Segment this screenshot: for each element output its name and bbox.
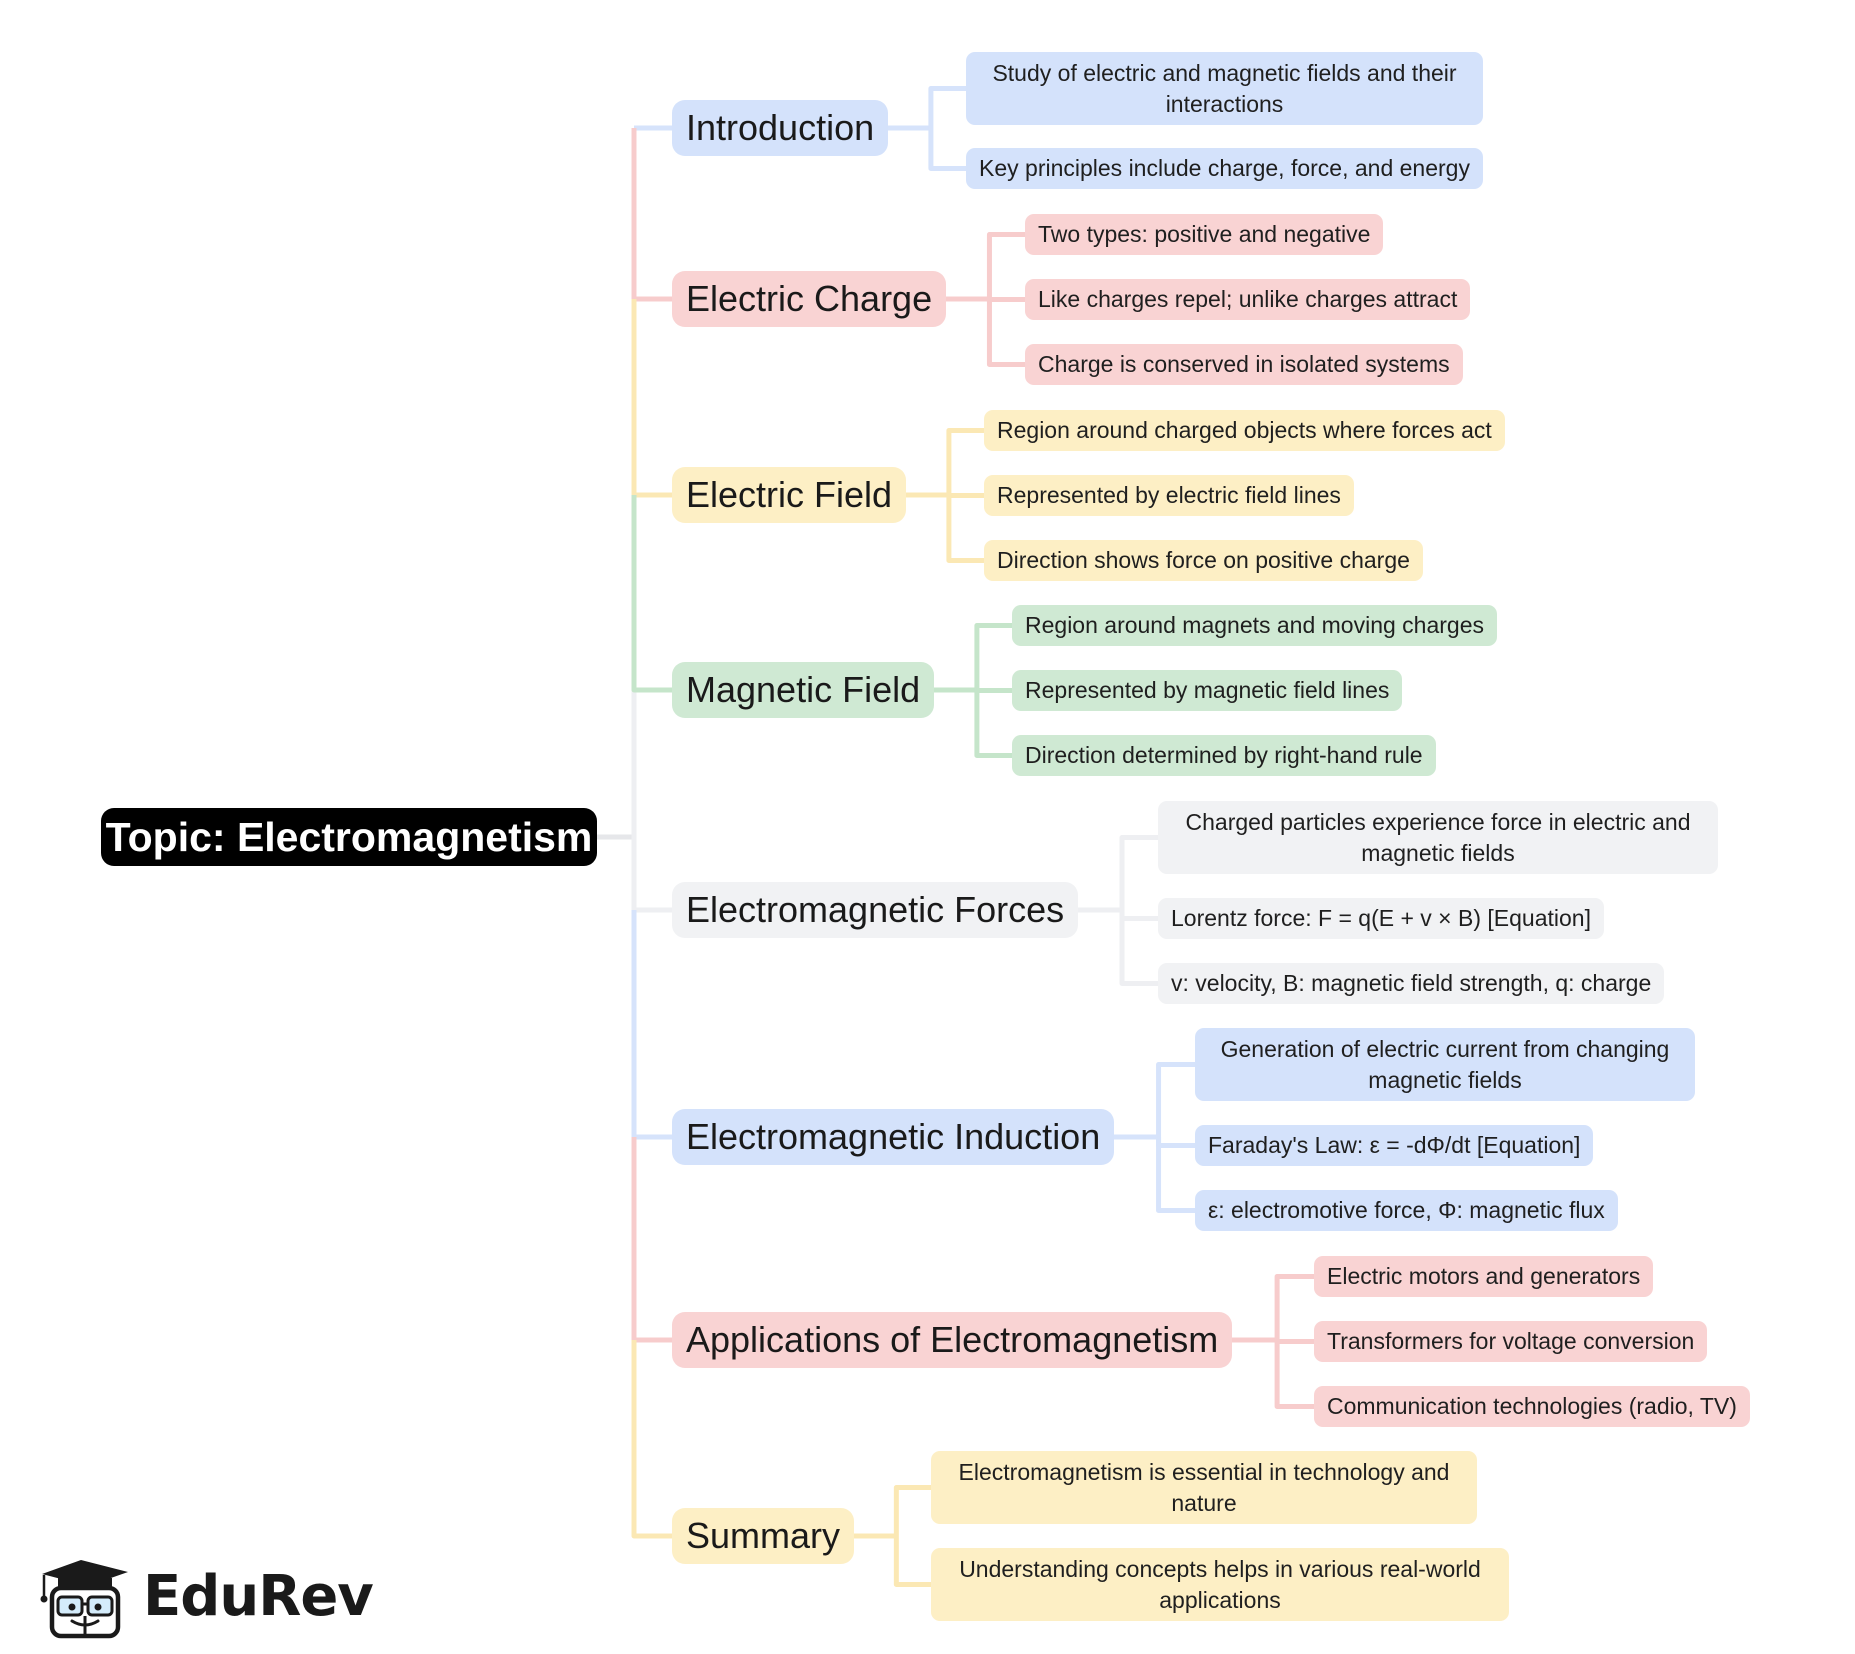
leaf-charge-1: Two types: positive and negative: [1025, 214, 1384, 255]
leaf-apps-2: Transformers for voltage conversion: [1314, 1321, 1708, 1362]
leaf-connector: [928, 128, 966, 171]
leaf-induction-3: ε: electromotive force, Φ: magnetic flux: [1195, 1190, 1618, 1231]
leaf-apps-1: Electric motors and generators: [1314, 1256, 1654, 1297]
leaf-forces-1: Charged particles experience force in el…: [1158, 801, 1718, 874]
leaf-connector: [986, 299, 1025, 367]
leaf-charge-3: Charge is conserved in isolated systems: [1025, 344, 1463, 385]
leaf-mfield-1: Region around magnets and moving charges: [1012, 605, 1498, 646]
leaf-connector: [1119, 835, 1158, 910]
leaf-connector: [1274, 1340, 1314, 1409]
leaf-efield-1: Region around charged objects where forc…: [984, 410, 1505, 451]
trunk-segment: [631, 495, 672, 693]
leaf-intro-1: Study of electric and magnetic fields an…: [966, 52, 1483, 125]
branch-electromagnetic-induction: Electromagnetic Induction: [672, 1109, 1115, 1165]
trunk-segment: [631, 910, 672, 1140]
edurev-logo: EduRev: [36, 1554, 374, 1640]
leaf-induction-2: Faraday's Law: ε = -dΦ/dt [Equation]: [1195, 1125, 1594, 1166]
leaf-connector: [1156, 1137, 1195, 1148]
leaf-summary-1: Electromagnetism is essential in technol…: [931, 1451, 1477, 1524]
leaf-connector: [893, 1536, 931, 1587]
leaf-connector: [946, 495, 984, 563]
branch-electric-charge: Electric Charge: [672, 271, 947, 327]
leaf-connector: [946, 493, 984, 498]
leaf-connector: [1119, 910, 1158, 921]
leaf-connector: [893, 1485, 931, 1536]
leaf-connector: [1274, 1274, 1314, 1340]
leaf-connector: [946, 428, 984, 495]
leaf-connector: [986, 232, 1025, 299]
leaf-efield-2: Represented by electric field lines: [984, 475, 1354, 516]
trunk-segment: [631, 128, 672, 302]
trunk-segment: [631, 1340, 672, 1539]
leaf-connector: [974, 690, 1012, 758]
edurev-logo-text: EduRev: [143, 1564, 374, 1629]
root-topic: Topic: Electromagnetism: [101, 808, 597, 866]
branch-magnetic-field: Magnetic Field: [672, 662, 935, 718]
leaf-connector: [928, 86, 966, 128]
leaf-efield-3: Direction shows force on positive charge: [984, 540, 1423, 581]
leaf-connector: [986, 297, 1025, 302]
leaf-connector: [1274, 1339, 1314, 1344]
leaf-apps-3: Communication technologies (radio, TV): [1314, 1386, 1750, 1427]
leaf-forces-3: v: velocity, B: magnetic field strength,…: [1158, 963, 1665, 1004]
branch-summary: Summary: [672, 1508, 855, 1564]
leaf-intro-2: Key principles include charge, force, an…: [966, 148, 1483, 189]
branch-applications: Applications of Electromagnetism: [672, 1312, 1233, 1368]
leaf-forces-2: Lorentz force: F = q(E + v × B) [Equatio…: [1158, 898, 1604, 939]
leaf-connector: [1156, 1062, 1195, 1137]
branch-introduction: Introduction: [672, 100, 889, 156]
graduation-mascot-icon: [40, 1560, 128, 1639]
leaf-connector: [1119, 910, 1158, 986]
leaf-summary-2: Understanding concepts helps in various …: [931, 1548, 1509, 1621]
leaf-mfield-3: Direction determined by right-hand rule: [1012, 735, 1436, 776]
branch-electric-field: Electric Field: [672, 467, 907, 523]
leaf-connector: [974, 623, 1012, 690]
trunk-segment: [631, 1137, 672, 1343]
leaf-charge-2: Like charges repel; unlike charges attra…: [1025, 279, 1471, 320]
branch-electromagnetic-forces: Electromagnetic Forces: [672, 882, 1079, 938]
leaf-connector: [974, 688, 1012, 693]
leaf-mfield-2: Represented by magnetic field lines: [1012, 670, 1403, 711]
trunk-segment: [631, 837, 672, 913]
leaf-induction-1: Generation of electric current from chan…: [1195, 1028, 1695, 1101]
leaf-connector: [1156, 1137, 1195, 1213]
trunk-segment: [631, 299, 672, 498]
